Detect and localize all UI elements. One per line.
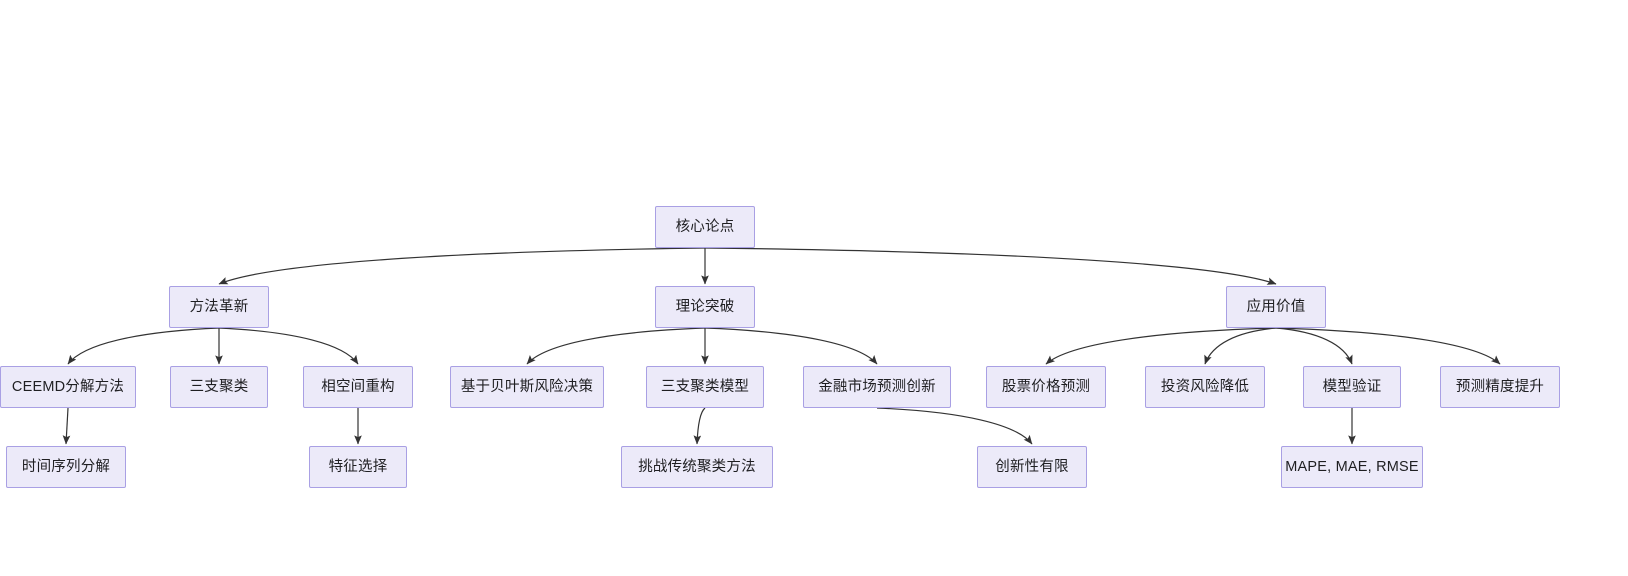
edge-branch3-to-leaf10 <box>1275 327 1501 365</box>
edge-branch2-to-leaf6 <box>704 327 878 365</box>
flowchart-node-leaf7[interactable]: 股票价格预测 <box>986 366 1106 408</box>
node-label: 投资风险降低 <box>1160 378 1250 395</box>
flowchart-node-leaf9[interactable]: 模型验证 <box>1303 366 1401 408</box>
edge-branch1-to-leaf1 <box>67 327 220 365</box>
node-label: 时间序列分解 <box>21 458 111 475</box>
flowchart-node-sub5[interactable]: MAPE, MAE, RMSE <box>1281 446 1423 488</box>
flowchart-node-branch1[interactable]: 方法革新 <box>169 286 269 328</box>
node-label: 基于贝叶斯风险决策 <box>460 378 594 395</box>
node-label: 预测精度提升 <box>1455 378 1545 395</box>
flowchart-node-leaf10[interactable]: 预测精度提升 <box>1440 366 1560 408</box>
node-label: 特征选择 <box>328 458 388 475</box>
flowchart-node-sub4[interactable]: 创新性有限 <box>977 446 1087 488</box>
flowchart-node-leaf5[interactable]: 三支聚类模型 <box>646 366 764 408</box>
node-label: 金融市场预测创新 <box>818 378 936 395</box>
node-label: 理论突破 <box>675 298 735 315</box>
flowchart-node-leaf1[interactable]: CEEMD分解方法 <box>0 366 136 408</box>
edge-leaf5-to-sub3 <box>693 407 706 445</box>
flowchart-node-leaf6[interactable]: 金融市场预测创新 <box>803 366 951 408</box>
flowchart-node-branch3[interactable]: 应用价值 <box>1226 286 1326 328</box>
flowchart-node-leaf3[interactable]: 相空间重构 <box>303 366 413 408</box>
edge-leaf6-to-sub4 <box>876 407 1033 445</box>
node-label: 三支聚类模型 <box>660 378 750 395</box>
flowchart-node-root[interactable]: 核心论点 <box>655 206 755 248</box>
edge-branch3-to-leaf8 <box>1204 327 1277 365</box>
edge-root-to-branch3 <box>704 247 1277 285</box>
node-label: 相空间重构 <box>321 378 395 395</box>
node-label: 创新性有限 <box>995 458 1069 475</box>
flowchart-node-leaf4[interactable]: 基于贝叶斯风险决策 <box>450 366 604 408</box>
flowchart-node-leaf2[interactable]: 三支聚类 <box>170 366 268 408</box>
edge-branch3-to-leaf9 <box>1275 327 1353 365</box>
flowchart-node-leaf8[interactable]: 投资风险降低 <box>1145 366 1265 408</box>
edge-branch2-to-leaf4 <box>526 327 706 365</box>
edge-root-to-branch1 <box>218 247 706 285</box>
flowchart-node-sub2[interactable]: 特征选择 <box>309 446 407 488</box>
flowchart-node-branch2[interactable]: 理论突破 <box>655 286 755 328</box>
edge-leaf1-to-sub1 <box>62 407 71 445</box>
node-label: CEEMD分解方法 <box>11 378 125 395</box>
node-label: 方法革新 <box>189 298 249 315</box>
node-label: 核心论点 <box>675 218 735 235</box>
edge-branch3-to-leaf7 <box>1045 327 1277 365</box>
node-label: 挑战传统聚类方法 <box>638 458 756 475</box>
node-label: 应用价值 <box>1246 298 1306 315</box>
flowchart-node-sub3[interactable]: 挑战传统聚类方法 <box>621 446 773 488</box>
edge-branch1-to-leaf3 <box>218 327 359 365</box>
node-label: MAPE, MAE, RMSE <box>1285 458 1419 475</box>
edges-group <box>62 247 1501 445</box>
node-label: 股票价格预测 <box>1001 378 1091 395</box>
node-label: 三支聚类 <box>189 378 249 395</box>
flowchart-node-sub1[interactable]: 时间序列分解 <box>6 446 126 488</box>
node-label: 模型验证 <box>1322 378 1382 395</box>
